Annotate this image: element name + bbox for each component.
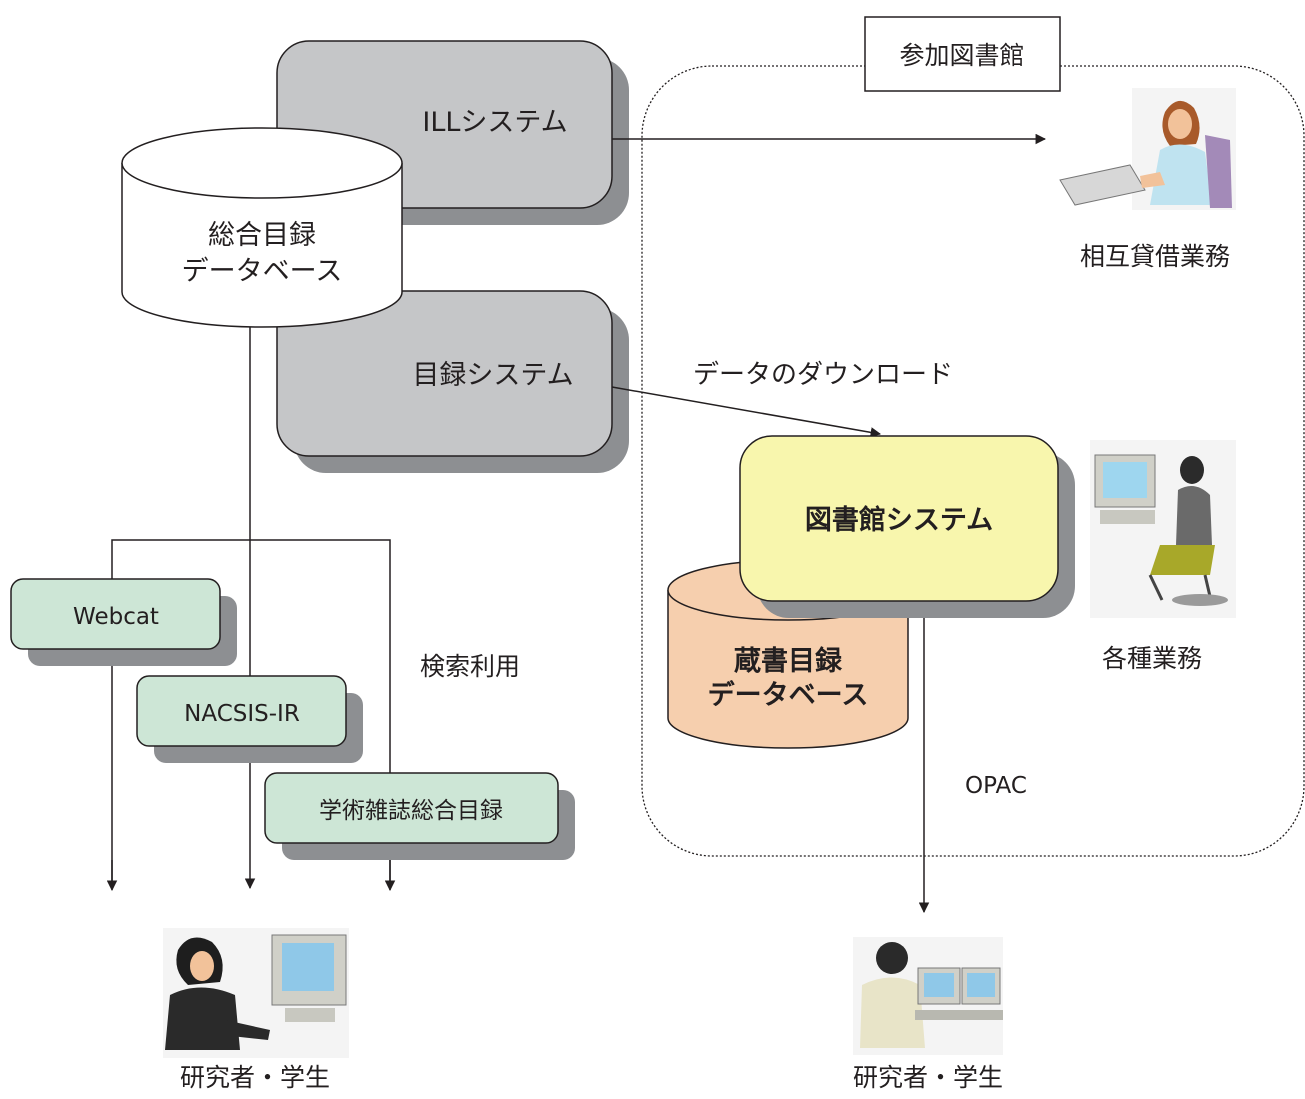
- ill-work-label: 相互貸借業務: [1080, 242, 1230, 271]
- nacsis-ir-label: NACSIS-IR: [184, 701, 300, 727]
- end-user-right-label: 研究者・学生: [853, 1063, 1003, 1092]
- journal-catalog-label: 学術雑誌総合目録: [319, 798, 503, 824]
- search-use-label: 検索利用: [420, 652, 520, 681]
- catalog-system-label: 目録システム: [412, 360, 573, 391]
- download-label: データのダウンロード: [693, 360, 953, 390]
- distribution-line: [111, 539, 391, 888]
- union-catalog-db-line2: データベース: [182, 256, 343, 287]
- various-work-label: 各種業務: [1102, 644, 1202, 673]
- catalog-system-box: [276, 290, 613, 457]
- webcat-label: Webcat: [73, 604, 159, 630]
- end-user-left-label: 研究者・学生: [180, 1063, 330, 1092]
- union-catalog-db: [121, 127, 403, 328]
- participating-libraries-label: 参加図書館: [899, 41, 1024, 70]
- researcher-illustration-right: [853, 937, 1003, 1055]
- ill-system-label: ILLシステム: [422, 107, 567, 138]
- ill-staff-illustration: [1059, 88, 1236, 210]
- download-arrow: [611, 386, 882, 438]
- opac-label: OPAC: [965, 773, 1027, 799]
- participating-libraries-label-box: [864, 16, 1061, 92]
- researcher-illustration-left: [163, 928, 349, 1058]
- webcat-box: [10, 578, 221, 650]
- library-system-box: [739, 435, 1059, 602]
- journal-catalog-box: [264, 772, 559, 844]
- nacsis-ir-box: [136, 675, 347, 747]
- library-staff-illustration: [1090, 440, 1236, 618]
- holdings-db-line2: データベース: [708, 679, 869, 711]
- union-catalog-db-line1: 総合目録: [208, 220, 316, 251]
- holdings-db-line1: 蔵書目録: [734, 645, 843, 677]
- library-system-label: 図書館システム: [805, 504, 993, 536]
